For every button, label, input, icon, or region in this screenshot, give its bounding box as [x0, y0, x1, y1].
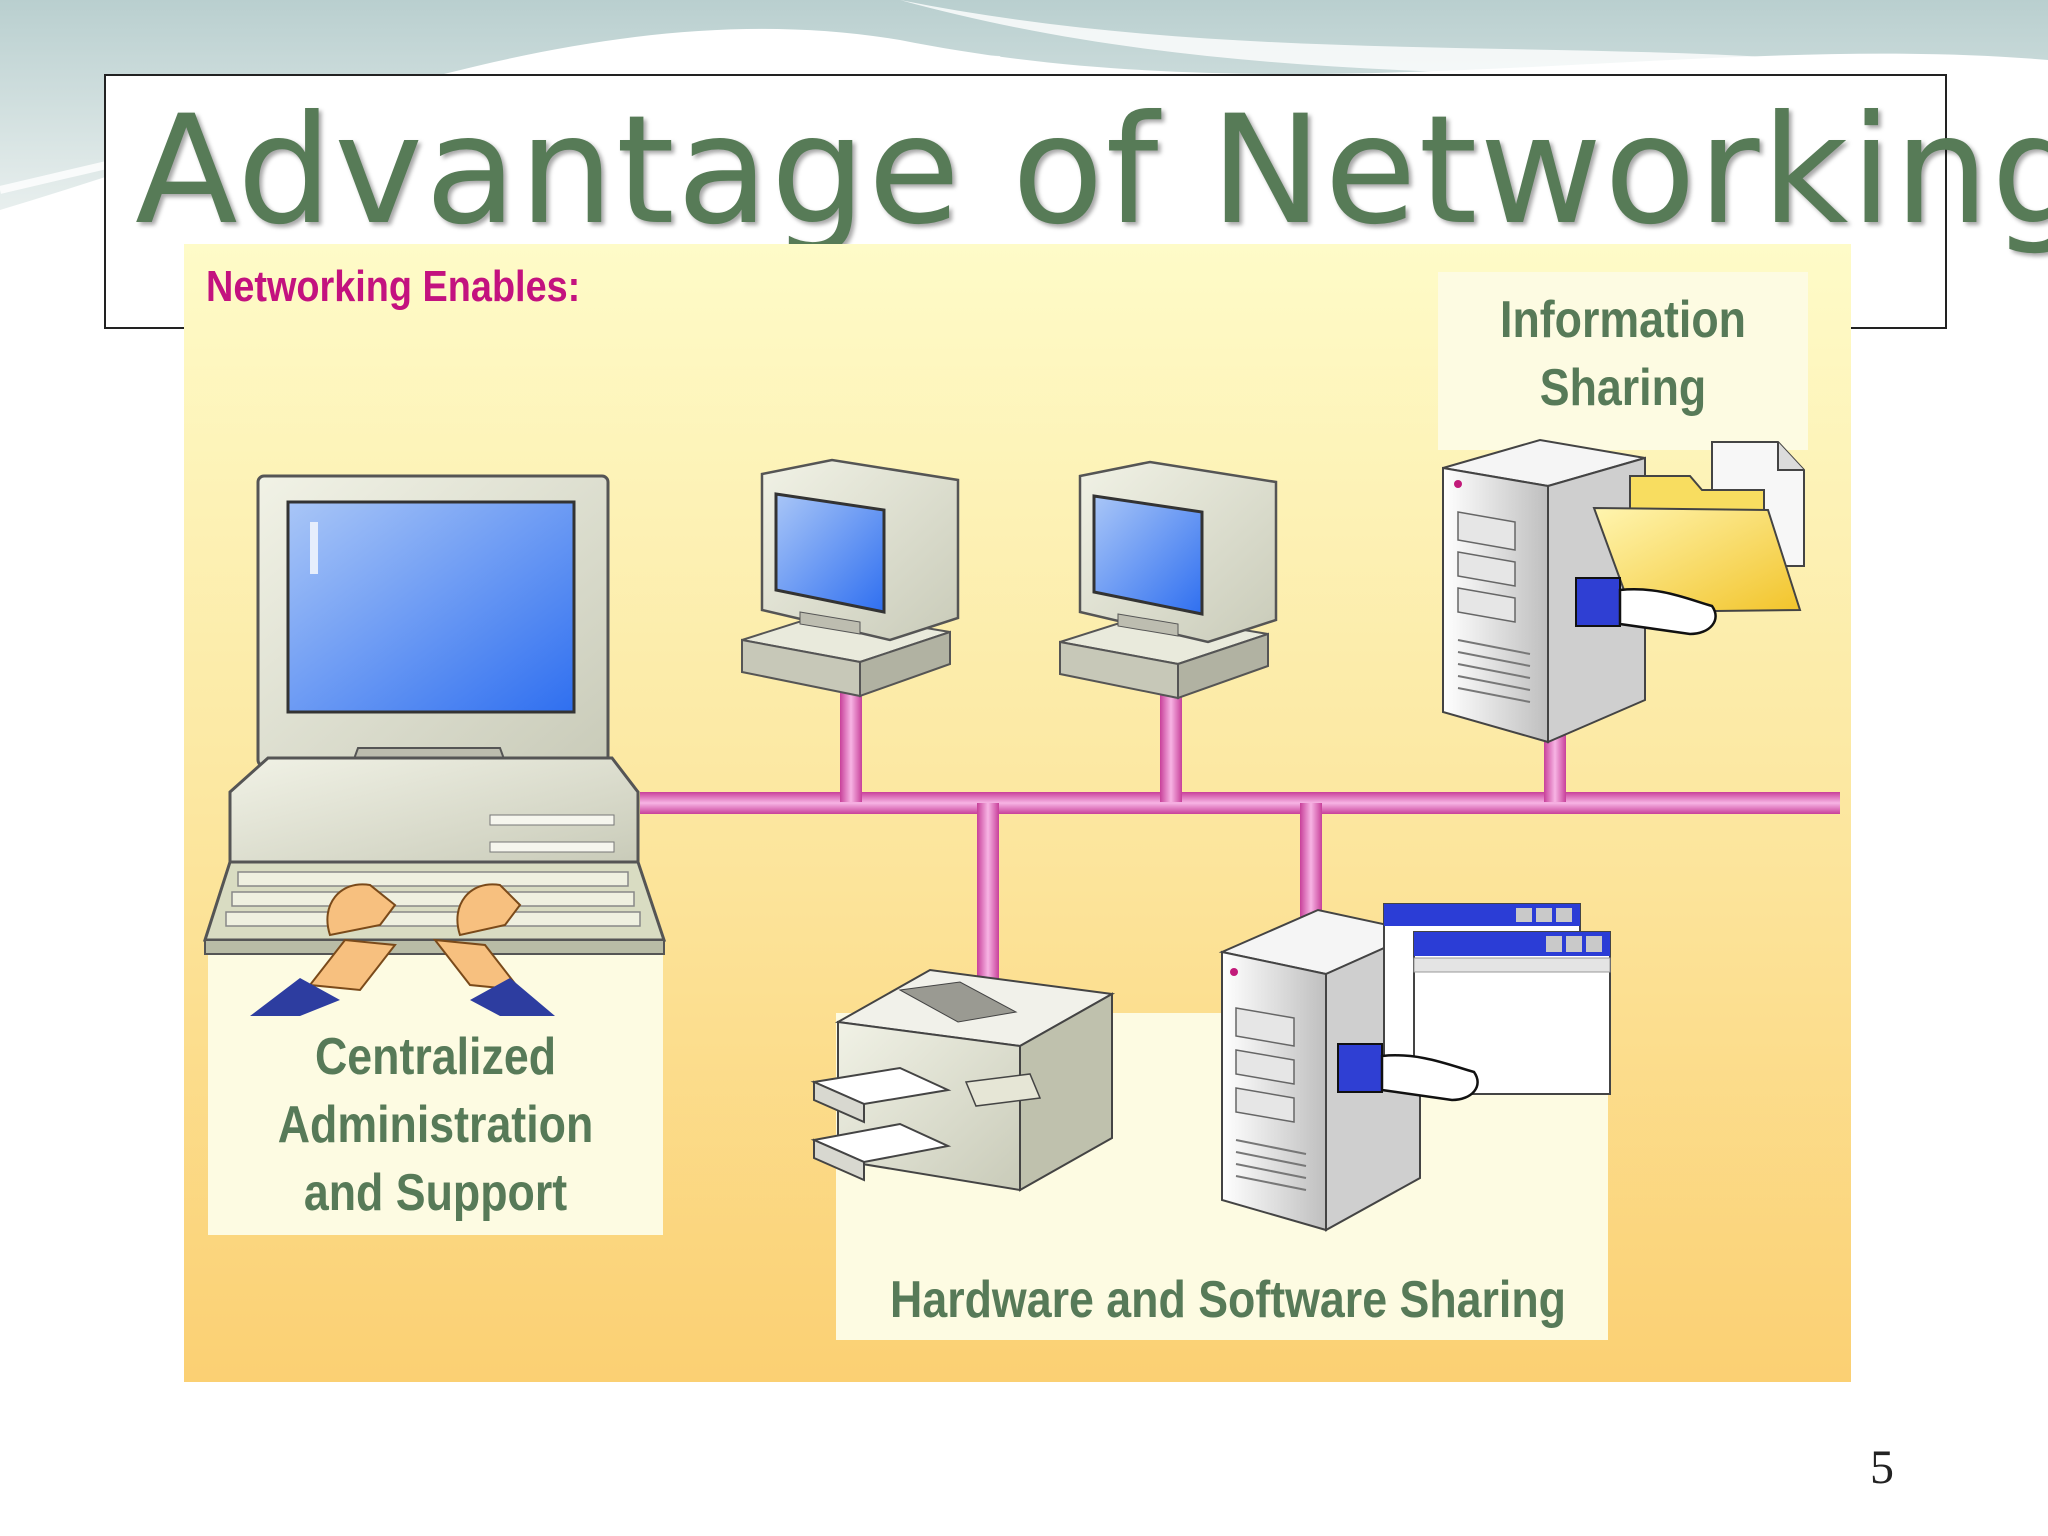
centralized-admin-line: Centralized	[314, 1028, 557, 1086]
slide-title: Advantage of Networking	[135, 84, 2048, 258]
centralized-admin-label: Centralized Administration and Support	[240, 1023, 631, 1227]
information-sharing-line: Sharing	[1539, 359, 1707, 417]
page-number: 5	[1870, 1441, 1894, 1494]
hand-icon	[1575, 577, 1717, 636]
printer-icon	[810, 968, 1116, 1192]
hw-sw-sharing-label: Hardware and Software Sharing	[890, 1271, 1566, 1329]
folder-icon	[1592, 475, 1802, 614]
info-sharing-label-box	[1438, 272, 1808, 450]
centralized-admin-line: Administration	[277, 1096, 594, 1154]
information-sharing-label: Information Sharing	[1464, 286, 1782, 422]
admin-computer-icon	[202, 474, 667, 1016]
hand-icon	[1337, 1043, 1479, 1102]
information-sharing-line: Information	[1500, 291, 1746, 349]
workstation-icon	[741, 458, 960, 698]
network-cables	[640, 690, 1840, 983]
subtitle: Networking Enables:	[206, 262, 581, 311]
file-server-icon	[1442, 438, 1646, 744]
window-icon	[1413, 931, 1611, 1095]
centralized-admin-line: and Support	[303, 1164, 568, 1222]
workstation-icon	[1059, 460, 1278, 700]
